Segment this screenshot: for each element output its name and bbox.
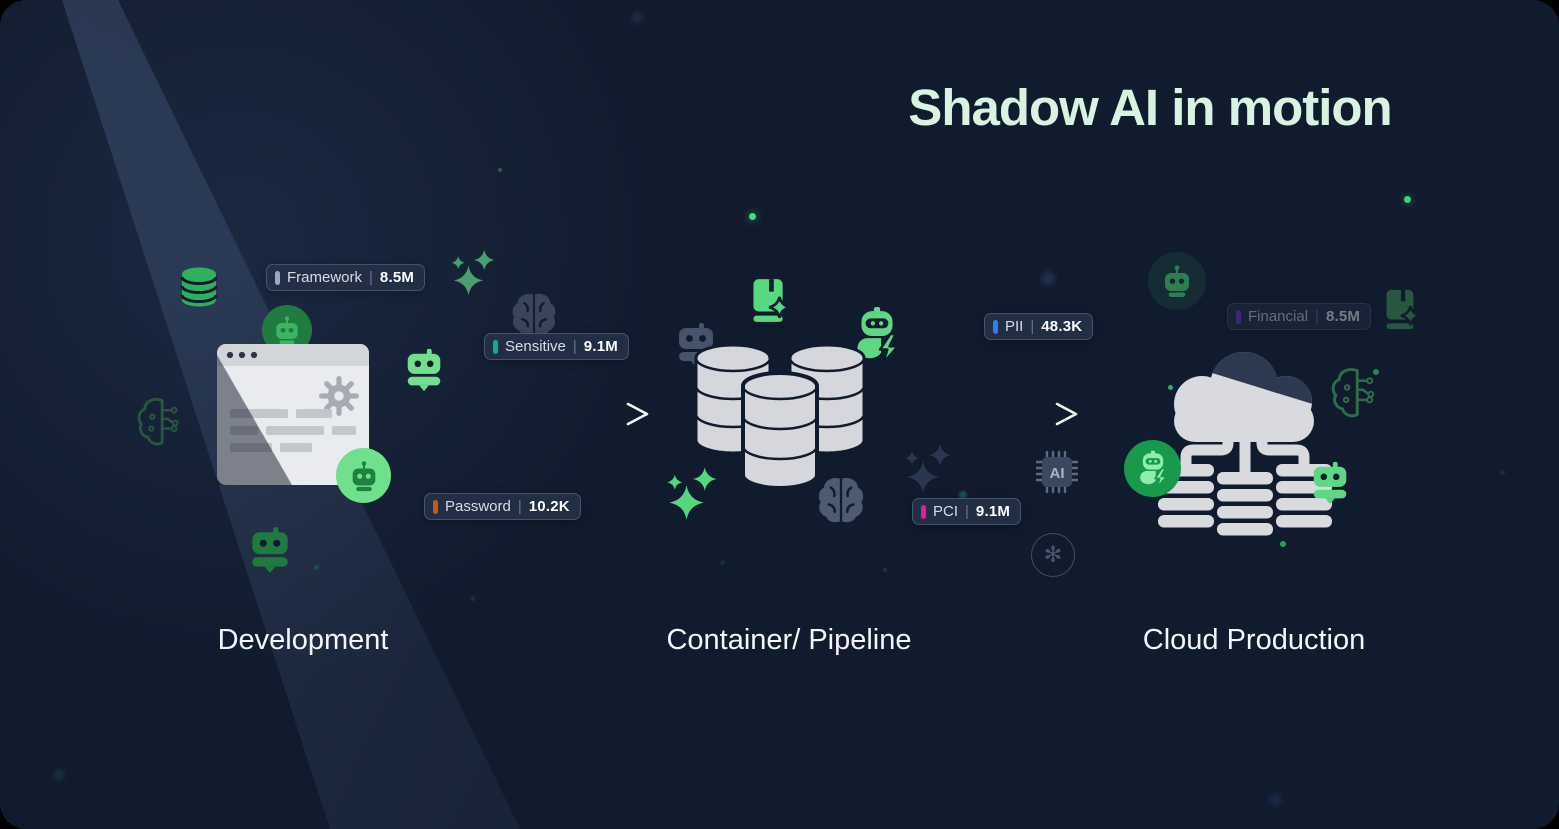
glow-dot [720, 560, 725, 565]
robot-circle-badge [336, 448, 391, 503]
robot-icon [401, 347, 447, 393]
stage-label-development: Development [217, 624, 389, 656]
badge-label: Financial [1248, 308, 1309, 325]
ai-chip-icon: AI [1033, 448, 1081, 496]
badge-label: PII [1005, 318, 1024, 335]
robot-icon [1159, 264, 1195, 300]
badge-label: Sensitive [505, 338, 566, 355]
badge-separator: | [369, 269, 373, 286]
robot-icon [245, 525, 295, 575]
badge-password: Password | 10.2K [424, 493, 581, 520]
glow-dot [470, 596, 475, 601]
glow-dot [883, 568, 887, 572]
badge-value: 8.5M [379, 269, 415, 286]
robot-icon [347, 460, 381, 494]
badge-label: Framework [287, 269, 363, 286]
badge-separator: | [1030, 318, 1035, 335]
database-icon [175, 264, 223, 312]
sparkles-icon [901, 441, 957, 497]
book-sparkle-icon [1376, 286, 1422, 332]
code-window-illustration [216, 343, 372, 489]
badge-separator: | [1315, 308, 1319, 325]
flow-arrow [886, 402, 1078, 426]
ninja-robot-bolt-icon [1134, 450, 1172, 488]
severity-bar-icon [493, 339, 498, 354]
badge-value: 9.1M [975, 503, 1011, 520]
openai-logo-icon: ✻ [1031, 533, 1075, 577]
badge-pci: PCI | 9.1M [912, 498, 1022, 525]
glow-dot [1270, 794, 1281, 805]
sparkles-icon [448, 247, 500, 299]
glow-dot [1280, 541, 1286, 547]
ai-chip-label: AI [1050, 465, 1065, 482]
badge-value: 10.2K [528, 498, 570, 515]
badge-financial: Financial | 8.5M [1227, 303, 1372, 330]
badge-label: Password [445, 498, 511, 515]
badge-value: 48.3K [1041, 318, 1083, 335]
badge-pii: PII | 48.3K [984, 313, 1094, 340]
glow-dot [314, 565, 319, 570]
flow-arrow [452, 402, 649, 426]
badge-value: 9.1M [583, 338, 618, 355]
glow-dot [498, 168, 502, 172]
badge-label: PCI [933, 503, 959, 520]
severity-bar-icon [275, 270, 280, 285]
badge-separator: | [965, 503, 969, 520]
stage-label-cloud-production: Cloud Production [1142, 624, 1366, 656]
severity-bar-icon [433, 499, 438, 514]
badge-separator: | [517, 498, 522, 515]
severity-bar-icon [921, 504, 926, 519]
brain-icon [814, 473, 868, 527]
openai-glyph: ✻ [1043, 542, 1063, 567]
badge-framework: Framework | 8.5M [266, 264, 426, 291]
badge-sensitive: Sensitive | 9.1M [484, 333, 629, 360]
glow-dot [632, 12, 643, 23]
page-title: Shadow AI in motion [908, 79, 1392, 136]
glow-dot [1404, 196, 1411, 203]
badge-separator: | [572, 338, 577, 355]
glow-dot [749, 213, 756, 220]
glow-dot [54, 770, 64, 780]
database-cluster-illustration [688, 338, 872, 493]
glow-dot [1500, 470, 1505, 475]
badge-value: 8.5M [1325, 308, 1361, 325]
robot-circle-badge-dim [1148, 252, 1206, 310]
ninja-robot-circle-badge [1124, 440, 1181, 497]
sparkles-icon [663, 464, 723, 524]
robot-icon [1307, 460, 1353, 506]
book-sparkle-icon [742, 275, 792, 325]
severity-bar-icon [1236, 309, 1241, 324]
cloud-servers-illustration [1118, 338, 1368, 538]
severity-bar-icon [993, 319, 998, 334]
glow-dot [1042, 272, 1055, 285]
stage-label-container-pipeline: Container/ Pipeline [666, 624, 912, 656]
circuit-brain-icon [134, 395, 186, 447]
